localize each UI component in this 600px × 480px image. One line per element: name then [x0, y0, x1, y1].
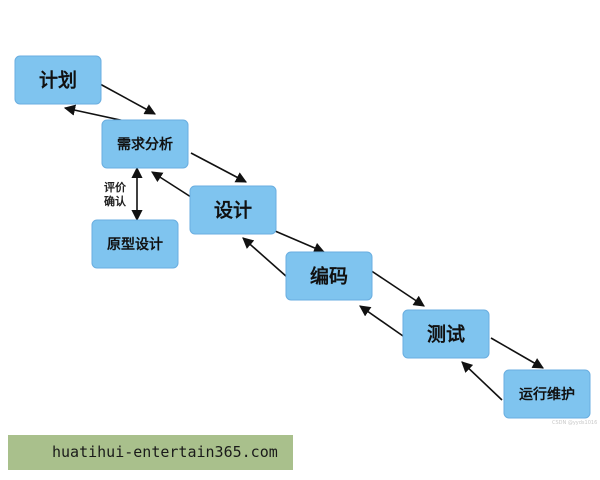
node-box-coding — [285, 251, 373, 301]
node-testing: 测试 — [402, 309, 490, 359]
node-label-prototype: 原型设计 — [107, 236, 163, 253]
arrow-maintenance-to-testing — [461, 361, 503, 401]
edge-label-requirements-prototype-0: 评价 — [104, 181, 127, 194]
node-label-coding: 编码 — [310, 265, 348, 288]
watermark: CSDN @yyds1016 — [552, 420, 598, 426]
arrow-design-to-coding — [267, 227, 326, 254]
arrow-plan-to-requirements — [99, 83, 156, 115]
node-label-plan: 计划 — [39, 69, 77, 92]
node-box-requirements — [101, 119, 189, 169]
node-box-testing — [402, 309, 490, 359]
arrow-coding-to-design — [242, 237, 288, 278]
node-box-maintenance — [503, 369, 591, 419]
node-design: 设计 — [189, 185, 277, 235]
node-requirements: 需求分析 — [101, 119, 189, 169]
node-plan: 计划 — [14, 55, 102, 105]
node-label-design: 设计 — [214, 200, 252, 222]
node-label-testing: 测试 — [427, 324, 465, 346]
node-box-prototype — [91, 219, 179, 269]
node-box-plan — [14, 55, 102, 105]
node-label-maintenance: 运行维护 — [519, 386, 575, 403]
node-box-design — [189, 185, 277, 235]
node-coding: 编码 — [285, 251, 373, 301]
node-maintenance: 运行维护 — [503, 369, 591, 419]
arrow-testing-to-maintenance — [490, 337, 544, 369]
footer-banner: huatihui-entertain365.com — [8, 435, 293, 470]
arrow-coding-to-testing — [369, 269, 425, 307]
node-prototype: 原型设计 — [91, 219, 179, 269]
arrow-testing-to-coding — [359, 305, 404, 337]
node-label-requirements: 需求分析 — [117, 136, 173, 153]
edge-label-requirements-prototype-1: 确认 — [104, 194, 127, 208]
arrow-requirements-to-design — [190, 152, 247, 183]
